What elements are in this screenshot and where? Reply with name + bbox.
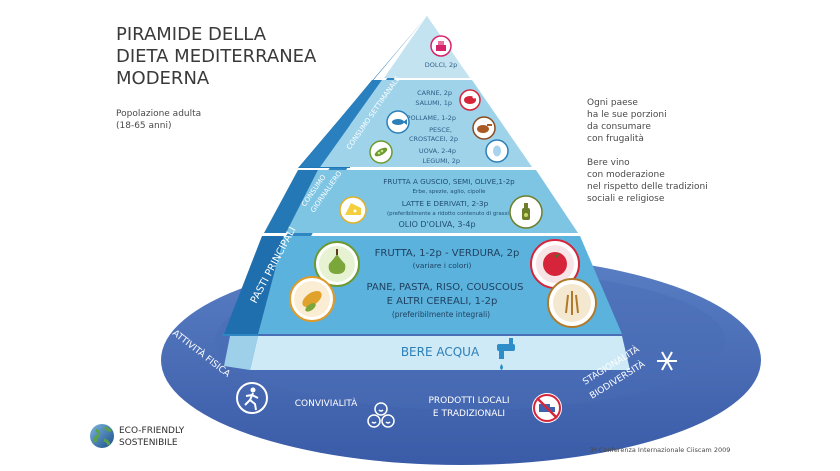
left-stripe-daily (264, 170, 318, 233)
top-label: DOLCI, 2p (425, 61, 458, 69)
meals-line-1: FRUTTA, 1-2p - VERDURA, 2p (375, 248, 520, 259)
globe-icon (90, 424, 114, 448)
daily-line-2: Erbe, spezie, aglio, cipolle (413, 189, 487, 195)
note1-line-3: da consumare (587, 122, 651, 132)
weekly-line-5: CROSTACEI, 2p (409, 135, 458, 143)
daily-line-5: OLIO D'OLIVA, 3-4p (398, 220, 475, 229)
note1-line-2: ha le sue porzioni (587, 110, 667, 120)
tomato-icon (530, 239, 580, 289)
left-stripe-weekly (300, 80, 382, 167)
cake-icon (430, 35, 452, 57)
eco-line-2: SOSTENIBILE (119, 438, 178, 448)
local-label-1: PRODOTTI LOCALI (428, 396, 509, 406)
meals-line-3: PANE, PASTA, RISO, COUSCOUS (366, 282, 523, 293)
local-label-2: E TRADIZIONALI (433, 409, 505, 419)
corn-icon (289, 276, 335, 322)
tap-icon (497, 338, 515, 370)
runner-icon (236, 382, 268, 414)
footer: 3ª Conferenza Internazionale Ciiscam 200… (590, 446, 731, 454)
chicken-icon (472, 116, 496, 140)
egg-icon (485, 139, 509, 163)
wheat-icon (547, 278, 597, 328)
weekly-line-2: SALUMI, 1p (415, 99, 452, 107)
weekly-texts: CARNE, 2p SALUMI, 1p POLLAME, 1-2p PESCE… (407, 89, 460, 165)
title-line-1: PIRAMIDE DELLA (116, 24, 267, 45)
weekly-line-7: LEGUMI, 2p (423, 157, 460, 165)
cheese-icon (339, 196, 367, 224)
meals-line-4: E ALTRI CEREALI, 1-2p (387, 296, 498, 307)
left-stripe-meals (224, 236, 284, 334)
pear-icon (314, 241, 360, 287)
conviviality-label: CONVIVIALITÀ (295, 397, 358, 409)
weekly-line-3: POLLAME, 1-2p (407, 114, 456, 122)
weekly-line-6: UOVA, 2-4p (419, 147, 456, 155)
note1-line-1: Ogni paese (587, 98, 638, 108)
legumes-icon (369, 140, 393, 164)
note2-line-1: Bere vino (587, 158, 630, 168)
oil-bottle-icon (509, 195, 543, 229)
daily-line-1: FRUTTA A GUSCIO, SEMI, OLIVE,1-2p (383, 177, 515, 186)
note2-line-2: con moderazione (587, 170, 665, 180)
title-line-2: DIETA MEDITERRANEA (116, 46, 317, 67)
meals-line-5: (preferibilmente integrali) (392, 310, 490, 319)
eco-line-1: ECO-FRIENDLY (119, 426, 185, 436)
daily-line-4: (preferibilmente a ridotto contenuto di … (387, 211, 511, 217)
water-label: BERE ACQUA (401, 345, 480, 359)
note2-line-4: sociali e religiose (587, 194, 665, 204)
smileys-icon (367, 402, 395, 428)
note1-line-4: con frugalità (587, 134, 644, 144)
fish-icon (386, 110, 410, 134)
weekly-line-4: PESCE, (429, 126, 452, 134)
water-band-left (224, 336, 258, 370)
meat-icon (459, 89, 481, 111)
population-line-1: Popolazione adulta (116, 109, 201, 119)
tier-top (384, 16, 470, 78)
population-line-2: (18-65 anni) (116, 121, 171, 131)
daily-line-3: LATTE E DERIVATI, 2-3p (402, 199, 489, 208)
meals-line-2: (variare i colori) (413, 261, 472, 270)
snowflake-icon (657, 351, 677, 371)
water-band (250, 336, 630, 370)
title-line-3: MODERNA (116, 68, 210, 89)
no-truck-icon (532, 393, 562, 423)
note2-line-3: nel rispetto delle tradizioni (587, 182, 708, 192)
weekly-line-1: CARNE, 2p (417, 89, 452, 97)
